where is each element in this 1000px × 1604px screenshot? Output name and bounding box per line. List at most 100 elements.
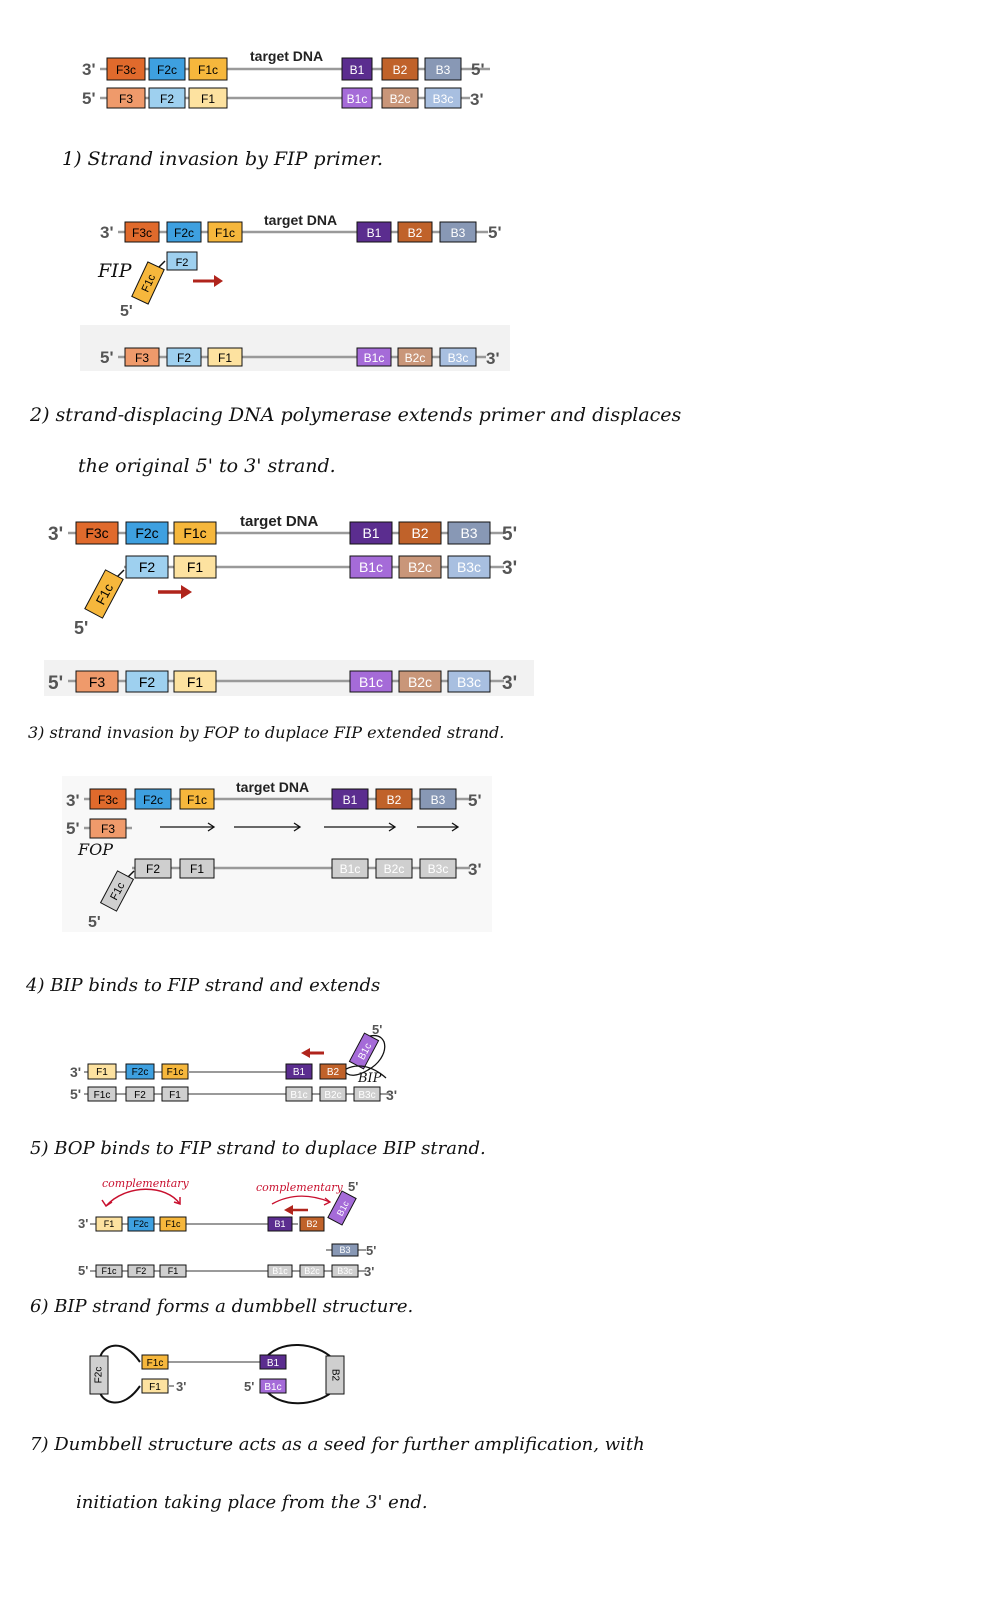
segment-B1c-label: B1c xyxy=(272,1266,288,1276)
segment-F2-label: F2 xyxy=(134,1090,146,1101)
segment-F2c xyxy=(148,57,186,81)
segment-F2-label: F2 xyxy=(146,862,160,876)
step-2-text-cont: the original 5' to 3' strand. xyxy=(78,455,336,477)
segment-B2-label: B2 xyxy=(411,525,428,541)
prime-3-label: 3' xyxy=(386,1087,397,1103)
fop-label: FOP xyxy=(77,840,113,859)
segment-B3c-label: B3c xyxy=(433,92,454,106)
prime-3-label: 3' xyxy=(502,558,517,579)
segment-F2c-label: F2c xyxy=(174,226,194,240)
segment-B3c-label: B3c xyxy=(457,559,481,575)
complementary-annotation-left: complementary xyxy=(102,1177,190,1190)
segment-F1-label: F1 xyxy=(187,674,204,690)
segment-F1c-label: F1c xyxy=(101,1266,117,1276)
prime-5-label: 5' xyxy=(366,1243,376,1258)
prime-5-label: 5' xyxy=(348,1179,358,1194)
segment-F2c-label: F2c xyxy=(94,1367,105,1384)
prime-3-label: 3' xyxy=(486,349,500,368)
segment-F2-label: F2 xyxy=(177,351,191,365)
fip-F1c-segment: F1c xyxy=(99,870,135,912)
segment-F2c-label: F2c xyxy=(157,63,177,77)
loop-B2-segment xyxy=(325,1355,345,1395)
segment-B2-label: B2 xyxy=(393,63,408,77)
prime-3-label: 3' xyxy=(66,791,80,810)
segment-B3c-label: B3c xyxy=(457,674,481,690)
prime-5-label: 5' xyxy=(66,819,80,838)
segment-F1 xyxy=(188,87,228,109)
segment-B2-label: B2 xyxy=(408,226,423,240)
step-7-text-cont: initiation taking place from the 3' end. xyxy=(76,1492,428,1513)
segment-B1 xyxy=(341,57,373,81)
segment-B1c-label: B1c xyxy=(347,92,368,106)
segment-F2-label: F2 xyxy=(176,257,189,269)
step-7-text: 7) Dumbbell structure acts as a seed for… xyxy=(30,1434,645,1455)
segment-B2-label: B2 xyxy=(329,1369,340,1382)
segment-B2c-label: B2c xyxy=(304,1266,320,1276)
step-3-svg: target DNA 3' F3c F2c F1c B1 B2 B3 5' 5'… xyxy=(62,776,492,932)
segment-F2c-label: F2c xyxy=(133,1219,149,1229)
extension-arrow xyxy=(193,275,223,287)
segment-F3-label: F3 xyxy=(101,822,115,836)
segment-B1-label: B1 xyxy=(350,63,365,77)
fip-label: FIP xyxy=(97,260,133,282)
extension-arrow xyxy=(158,585,192,599)
step-4-text: 4) BIP binds to FIP strand and extends xyxy=(26,975,381,996)
segment-F3c-label: F3c xyxy=(85,525,108,541)
segment-F1c-label: F1c xyxy=(94,1090,111,1101)
prime-5-label: 5' xyxy=(502,524,517,545)
segment-F3c-label: F3c xyxy=(98,793,118,807)
step-2-text: 2) strand-displacing DNA polymerase exte… xyxy=(30,404,682,426)
diagram-step-4: 5' B1c BIP 3' F1 F2c F1c B1 B2 5' F1c F2… xyxy=(68,1018,428,1104)
segment-F3c-label: F3c xyxy=(132,226,152,240)
segment-B3c xyxy=(424,87,462,109)
segment-F1-label: F1 xyxy=(201,92,215,106)
segment-B3-label: B3 xyxy=(436,63,451,77)
segment-B1-label: B1 xyxy=(367,226,382,240)
segment-B2c-label: B2c xyxy=(324,1090,341,1101)
segment-F1-label: F1 xyxy=(190,862,204,876)
segment-B3c-label: B3c xyxy=(448,351,469,365)
prime-5-label: 5' xyxy=(468,791,482,810)
prime-3-label: 3' xyxy=(48,524,63,545)
prime-5-label: 5' xyxy=(48,673,63,694)
segment-F1c-label: F1c xyxy=(198,63,218,77)
segment-F3c-label: F3c xyxy=(116,63,136,77)
diagram-step-2: target DNA 3' F3c F2c F1c B1 B2 B3 5' F2… xyxy=(44,508,534,698)
bip-B1c-segment: B1c xyxy=(327,1190,357,1226)
prime-5-label: 5' xyxy=(74,618,88,638)
segment-F1-label: F1 xyxy=(96,1067,108,1078)
prime-3-label: 3' xyxy=(100,223,114,242)
prime-3-label: 3' xyxy=(364,1264,374,1279)
segment-B3-label: B3 xyxy=(339,1245,350,1255)
diagram-step-3: target DNA 3' F3c F2c F1c B1 B2 B3 5' 5'… xyxy=(62,776,492,934)
segment-F1-label: F1 xyxy=(218,351,232,365)
segment-F1c-label: F1c xyxy=(183,525,206,541)
segment-F3 xyxy=(106,87,146,109)
complementary-annotation-right: complementary xyxy=(256,1181,344,1194)
segment-B1-label: B1 xyxy=(274,1219,285,1229)
step-4-svg: 5' B1c BIP 3' F1 F2c F1c B1 B2 5' F1c F2… xyxy=(70,1022,397,1103)
segment-F1-label: F1 xyxy=(149,1382,161,1393)
step-1-text: 1) Strand invasion by FIP primer. xyxy=(62,148,384,170)
segment-B1-label: B1 xyxy=(293,1067,306,1078)
segment-F2c-label: F2c xyxy=(135,525,158,541)
segment-B2c xyxy=(381,87,419,109)
segment-B1-label: B1 xyxy=(362,525,379,541)
prime-3-label: 3' xyxy=(176,1379,186,1394)
segment-B3 xyxy=(424,57,462,81)
segment-F1-label: F1 xyxy=(168,1266,179,1276)
initial-duplex-svg: target DNA 3' F3c F2c F1c B1 B2 B3 5' 5'… xyxy=(82,48,490,109)
segment-B2-label: B2 xyxy=(327,1067,340,1078)
diagram-step-6-dumbbell: F2c B2 F1c B1 F1 3' 5' B1c xyxy=(84,1338,364,1412)
segment-F3-label: F3 xyxy=(135,351,149,365)
step-2-svg: target DNA 3' F3c F2c F1c B1 B2 B3 5' F2… xyxy=(44,513,534,696)
fip-F2-segment xyxy=(166,251,198,271)
prime-3-label: 3' xyxy=(70,1064,81,1080)
segment-B1-label: B1 xyxy=(267,1358,280,1369)
segment-F2-label: F2 xyxy=(139,674,156,690)
prime-5-label: 5' xyxy=(82,89,96,108)
prime-5-label: 5' xyxy=(244,1379,254,1394)
segment-F1c-label: F1c xyxy=(167,1067,184,1078)
segment-F3c xyxy=(106,57,146,81)
segment-F1c-label: F1c xyxy=(147,1358,164,1369)
